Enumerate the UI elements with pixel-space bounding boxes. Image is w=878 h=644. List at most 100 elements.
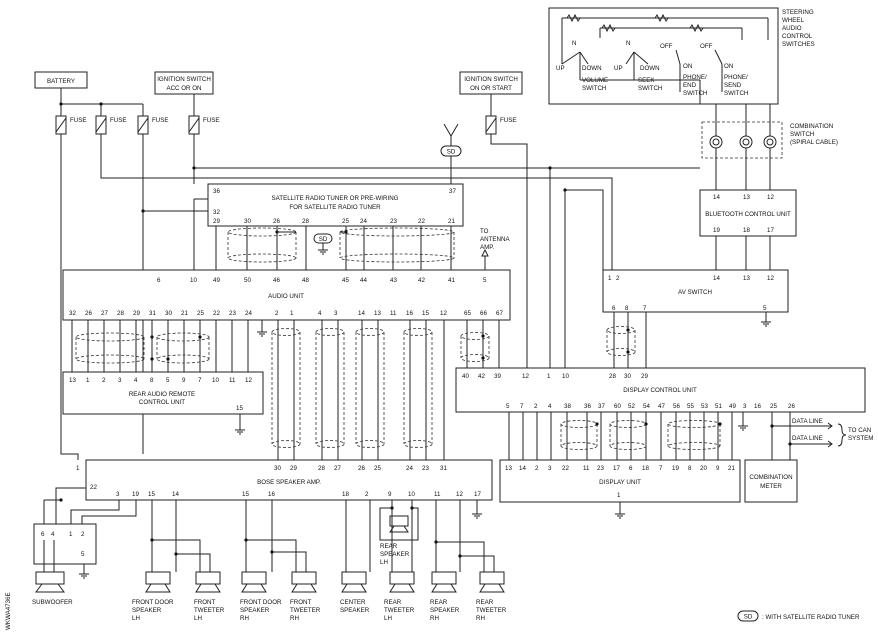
svg-text:29: 29 xyxy=(290,465,297,472)
speaker-icon-front-tweeter-rh xyxy=(291,571,317,593)
svg-text:6: 6 xyxy=(612,305,616,312)
svg-text:54: 54 xyxy=(643,403,650,410)
svg-text:FRONT: FRONT xyxy=(194,599,216,606)
rear-speaker-lh-icon xyxy=(389,515,409,533)
svg-text:8: 8 xyxy=(150,377,154,384)
bose-amp-label: BOSE SPEAKER AMP. xyxy=(257,479,321,486)
fuse-2-label: FUSE xyxy=(110,117,127,124)
svg-text:8: 8 xyxy=(688,465,692,472)
svg-text:SD: SD xyxy=(744,614,753,621)
audio-pin: 46 xyxy=(273,277,280,284)
av-switch-box: AV SWITCH 1 2 14 13 12 6 8 7 5 xyxy=(602,269,789,313)
svg-text:31: 31 xyxy=(149,310,156,317)
steering-label: STEERING WHEEL AUDIO CONTROL SWITCHES xyxy=(782,9,815,48)
speaker-icon-front-door-rh xyxy=(241,571,267,593)
svg-text:20: 20 xyxy=(700,465,707,472)
sat-label-1: SATELLITE RADIO TUNER OR PRE-WIRING xyxy=(272,195,399,202)
steer-pe-2: END xyxy=(683,82,697,89)
display-unit-box: DISPLAY UNIT 13 14 2 3 22 11 23 17 6 18 … xyxy=(499,459,741,503)
sat-pin-32: 32 xyxy=(213,209,220,216)
svg-text:6: 6 xyxy=(41,531,45,538)
audio-pin: 44 xyxy=(360,277,367,284)
svg-text:12: 12 xyxy=(522,373,529,380)
svg-text:27: 27 xyxy=(334,465,341,472)
combination-meter-box: COMBINATION METER xyxy=(744,459,798,503)
svg-text:12: 12 xyxy=(767,194,774,201)
steer-pe-3: SWITCH xyxy=(683,90,707,97)
svg-text:28: 28 xyxy=(609,373,616,380)
svg-text:3: 3 xyxy=(548,465,552,472)
svg-text:8: 8 xyxy=(625,305,629,312)
svg-text:LH: LH xyxy=(380,559,388,566)
svg-text:14: 14 xyxy=(519,465,526,472)
svg-text:19: 19 xyxy=(713,227,720,234)
sat-pin: 25 xyxy=(342,218,349,225)
svg-text:10: 10 xyxy=(562,373,569,380)
steer-on-2: ON xyxy=(724,63,733,70)
svg-text:5: 5 xyxy=(81,551,85,558)
svg-text:30: 30 xyxy=(624,373,631,380)
sat-pin: 30 xyxy=(244,218,251,225)
svg-text:42: 42 xyxy=(478,373,485,380)
steering-switch-box: UP N DOWN VOLUME SWITCH UP N DOWN SEEK S… xyxy=(548,7,779,105)
steer-n-1: N xyxy=(572,40,576,47)
svg-text:9: 9 xyxy=(182,377,186,384)
svg-text:13: 13 xyxy=(374,310,381,317)
svg-text:31: 31 xyxy=(440,465,447,472)
bose-amp-box: BOSE SPEAKER AMP. 1 30 29 28 27 26 25 24… xyxy=(76,459,493,501)
audio-pin: 5 xyxy=(483,277,487,284)
svg-text:13: 13 xyxy=(743,275,750,282)
steer-ps-1: PHONE/ xyxy=(724,74,748,81)
data-line-1: DATA LINE xyxy=(792,418,823,425)
svg-text:51: 51 xyxy=(715,403,722,410)
svg-text:29: 29 xyxy=(641,373,648,380)
svg-text:47: 47 xyxy=(658,403,665,410)
svg-text:REAR: REAR xyxy=(476,599,494,606)
svg-text:REAR: REAR xyxy=(384,599,402,606)
sat-pin-37: 37 xyxy=(449,188,456,195)
steer-seek-2: SWITCH xyxy=(638,85,662,92)
svg-text:19: 19 xyxy=(672,465,679,472)
rear-speaker-lh-label: REAR SPEAKER LH xyxy=(380,543,410,566)
svg-text:32: 32 xyxy=(69,310,76,317)
svg-text:17: 17 xyxy=(474,491,481,498)
display-unit-label: DISPLAY UNIT xyxy=(599,479,641,486)
svg-text:SPEAKER: SPEAKER xyxy=(132,607,162,614)
steer-off-2: OFF xyxy=(700,43,713,50)
svg-text:12: 12 xyxy=(767,275,774,282)
svg-text:11: 11 xyxy=(583,465,590,472)
steer-off-1: OFF xyxy=(660,43,673,50)
steer-down-2: DOWN xyxy=(640,65,660,72)
steer-down-1: DOWN xyxy=(582,65,602,72)
svg-text:13: 13 xyxy=(505,465,512,472)
svg-text:25: 25 xyxy=(197,310,204,317)
svg-text:26: 26 xyxy=(358,465,365,472)
svg-text:36: 36 xyxy=(584,403,591,410)
fuse-5: FUSE xyxy=(485,115,517,135)
display-ctrl-bottom-pins: 5 7 2 4 38 36 37 60 52 54 47 56 55 53 51… xyxy=(506,403,795,410)
svg-text:52: 52 xyxy=(628,403,635,410)
av-switch-label: AV SWITCH xyxy=(678,289,712,296)
svg-text:10: 10 xyxy=(212,377,219,384)
sd-marker-2-label: SD xyxy=(319,236,328,243)
svg-text:TWEETER: TWEETER xyxy=(290,607,321,614)
svg-text:14: 14 xyxy=(713,275,720,282)
svg-text:23: 23 xyxy=(597,465,604,472)
svg-text:TWEETER: TWEETER xyxy=(476,607,507,614)
ignition-on-sub: ON OR START xyxy=(470,85,512,92)
meter-label-2: METER xyxy=(760,483,782,490)
speaker-labels: SUBWOOFER FRONT DOOR SPEAKER LH FRONT TW… xyxy=(32,599,507,622)
svg-text:16: 16 xyxy=(754,403,761,410)
svg-text:WHEEL: WHEEL xyxy=(782,17,805,24)
svg-text:REAR: REAR xyxy=(380,543,398,550)
sat-label-2: FOR SATELLITE RADIO TUNER xyxy=(289,204,381,211)
speaker-icon-subwoofer xyxy=(35,571,65,593)
data-line-2: DATA LINE xyxy=(792,435,823,442)
svg-text:18: 18 xyxy=(642,465,649,472)
svg-text:7: 7 xyxy=(659,465,663,472)
ignition-on-label: IGNITION SWITCH xyxy=(464,76,518,83)
sat-pin: 21 xyxy=(448,218,455,225)
svg-text:STEERING: STEERING xyxy=(782,9,814,16)
svg-text:21: 21 xyxy=(181,310,188,317)
